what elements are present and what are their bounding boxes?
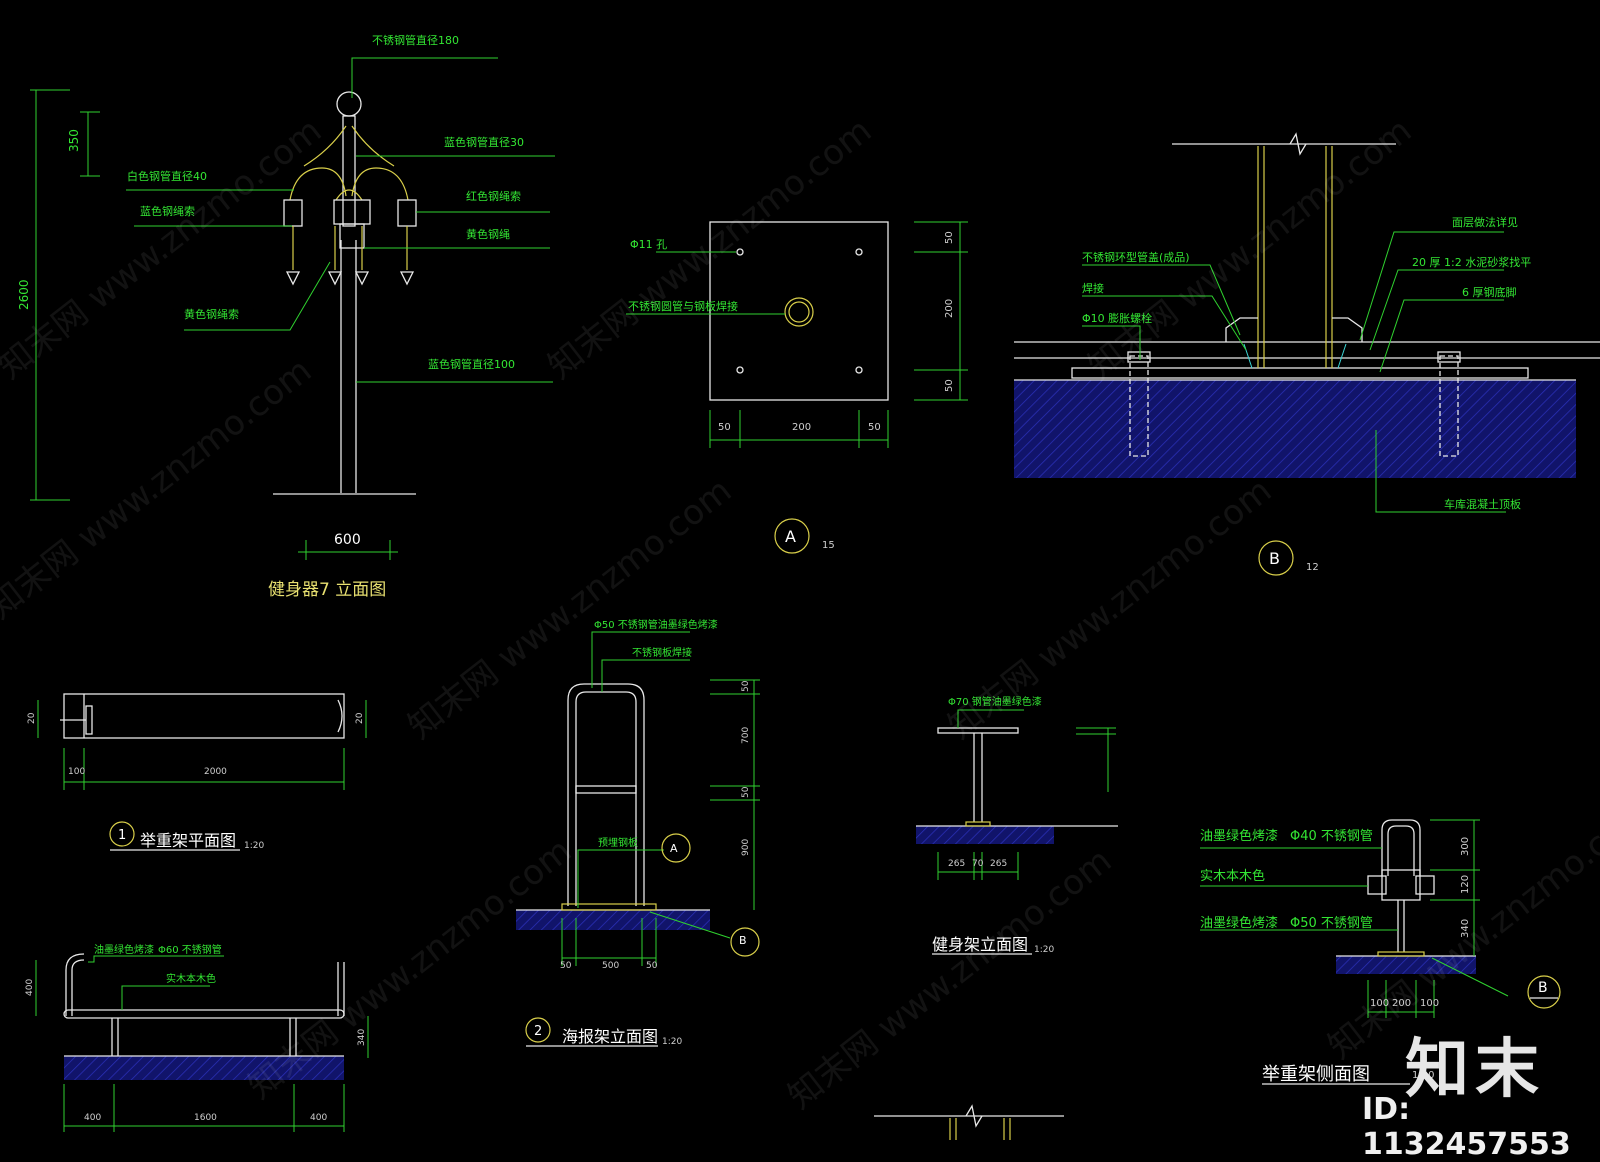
h-scale: 1:20 [662, 1037, 682, 1047]
s-label-pipe40: Φ40 不锈钢管 [1290, 829, 1373, 844]
weight-rack-side: 油墨绿色烤漆 Φ40 不锈钢管 实木本木色 油墨绿色烤漆 Φ50 不锈钢管 30… [1200, 819, 1561, 1085]
p1-number: 1 [118, 828, 126, 843]
detail-b-section: 不锈钢环型管盖(成品) 焊接 Φ10 膨胀螺栓 面层做法详见 20 厚 1:2 … [1014, 132, 1600, 576]
h-label-pipe: Φ50 不锈钢管油墨绿色烤漆 [594, 618, 718, 631]
e1-dim-mid: 1600 [194, 1113, 217, 1123]
p1-dim-100: 100 [68, 767, 85, 777]
watermark: 知末网 www.znzmo.com [401, 471, 739, 747]
a-dim-50a: 50 [718, 422, 731, 433]
weight-rack-plan: 20 20 100 2000 1 举重架平面图 1:20 [27, 693, 367, 851]
weight-rack-elevation: 油墨绿色烤漆 Φ60 不锈钢管 实木本木色 400 340 400 1600 4… [25, 943, 369, 1132]
h-title: 海报架立面图 [562, 1027, 658, 1046]
label-pipe-weld: 不锈钢圆管与钢板焊接 [628, 299, 738, 313]
h-dim-b1: 50 [560, 961, 572, 971]
dim-2600: 2600 [17, 279, 31, 310]
p1-title: 举重架平面图 [140, 831, 236, 850]
watermark: 知末网 www.znzmo.com [1081, 111, 1419, 387]
s-mark-b: B [1538, 980, 1548, 996]
s-scale: 1:20 [1412, 1070, 1434, 1081]
b-label-slab: 车库混凝土顶板 [1444, 497, 1521, 511]
e1-dim-left: 400 [84, 1113, 101, 1123]
scale-b: 12 [1306, 562, 1319, 573]
j-label: Φ70 钢管油墨绿色漆 [948, 695, 1042, 708]
h-label-embed: 预埋钢板 [598, 836, 638, 849]
s-title: 举重架侧面图 [1262, 1064, 1370, 1085]
fitness-rack-elevation: Φ70 钢管油墨绿色漆 265 70 265 健身架立面图 1:20 [916, 695, 1118, 955]
label-white-pipe: 白色钢管直径40 [127, 169, 207, 183]
j-dim-3: 265 [990, 859, 1007, 869]
p1-scale: 1:20 [244, 841, 264, 851]
mark-a: A [785, 527, 796, 546]
h-dim-lower: 900 [741, 839, 751, 856]
j-dim-2: 70 [972, 859, 984, 869]
s-dim-200: 200 [1392, 998, 1411, 1009]
watermark: 知末网 www.znzmo.com [781, 841, 1119, 1117]
b-label-mortar: 20 厚 1:2 水泥砂浆找平 [1412, 255, 1531, 269]
h-dim-b3: 50 [646, 961, 658, 971]
label-yellow-rope: 黄色钢绳 [466, 227, 510, 241]
e1-label-wood: 实木本木色 [166, 972, 216, 985]
label-yellow-chain: 黄色钢绳索 [184, 307, 239, 321]
e1-label-pipe: Φ60 不锈钢管 [158, 943, 222, 956]
h-mark-b: B [739, 934, 747, 947]
dim-600: 600 [334, 532, 361, 548]
detail-a-plate: Φ11 孔 不锈钢圆管与钢板焊接 50 200 50 50 200 50 A 1… [626, 221, 968, 554]
label-blue-chain: 蓝色钢绳索 [140, 204, 195, 218]
label-blue-pipe100: 蓝色钢管直径100 [428, 357, 515, 371]
s-label-pipe50: Φ50 不锈钢管 [1290, 916, 1373, 931]
a-dim-200b: 200 [944, 299, 955, 318]
h-dim-mid: 50 [741, 786, 751, 798]
s-dim-100b: 100 [1420, 998, 1439, 1009]
watermark: 知末网 www.znzmo.com [0, 111, 329, 387]
b-label-cap: 不锈钢环型管盖(成品) [1082, 250, 1190, 264]
s-dim-100a: 100 [1370, 998, 1389, 1009]
j-scale: 1:20 [1034, 945, 1054, 955]
e1-label-paint: 油墨绿色烤漆 [94, 943, 154, 956]
title-equipment-7: 健身器7 立面图 [268, 580, 386, 600]
s-label-paint2: 油墨绿色烤漆 [1200, 915, 1278, 931]
h-number: 2 [534, 1024, 542, 1039]
a-dim-50d: 50 [944, 379, 955, 392]
p1-dim-right: 20 [355, 712, 365, 724]
h-dim-b2: 500 [602, 961, 619, 971]
scale-a: 15 [822, 540, 835, 551]
j-dim-1: 265 [948, 859, 965, 869]
s-label-wood: 实木本木色 [1200, 868, 1265, 884]
b-label-finish: 面层做法详见 [1452, 215, 1518, 229]
equipment-7-elevation: 2600 350 不锈钢管直径180 蓝色钢管直径30 白色钢管直径40 蓝色钢… [17, 33, 555, 600]
h-dim-upper: 700 [741, 727, 751, 744]
a-dim-50c: 50 [944, 231, 955, 244]
a-dim-50b: 50 [868, 422, 881, 433]
poster-rack-elevation: Φ50 不锈钢管油墨绿色烤漆 不锈钢板焊接 预埋钢板 A B 50 700 50… [516, 618, 760, 1047]
s-dim-340: 340 [1460, 919, 1471, 938]
label-red-chain: 红色钢绳索 [466, 189, 521, 203]
p1-dim-left: 20 [27, 712, 37, 724]
b-label-bolt: Φ10 膨胀螺栓 [1082, 311, 1152, 325]
h-dim-top: 50 [741, 680, 751, 692]
h-label-plate: 不锈钢板焊接 [632, 646, 692, 659]
s-dim-300: 300 [1460, 837, 1471, 856]
b-label-weld: 焊接 [1082, 281, 1104, 295]
mark-b: B [1269, 549, 1280, 568]
label-blue-pipe30: 蓝色钢管直径30 [444, 135, 524, 149]
e1-dim-400: 400 [25, 979, 35, 996]
bottom-break-detail [874, 1104, 1064, 1140]
a-dim-200a: 200 [792, 422, 811, 433]
label-top-pipe: 不锈钢管直径180 [372, 33, 459, 47]
watermark: 知末网 www.znzmo.com [941, 471, 1279, 747]
e1-dim-340: 340 [357, 1029, 367, 1046]
s-dim-120: 120 [1460, 875, 1471, 894]
s-label-paint1: 油墨绿色烤漆 [1200, 828, 1278, 844]
brand-logo: 知末 [1405, 1033, 1545, 1107]
e1-dim-right: 400 [310, 1113, 327, 1123]
b-label-base: 6 厚钢底脚 [1462, 285, 1517, 299]
j-title: 健身架立面图 [932, 935, 1028, 954]
p1-dim-2000: 2000 [204, 767, 227, 777]
dim-350: 350 [67, 129, 81, 152]
watermark: 知末网 www.znzmo.com [241, 831, 579, 1107]
label-hole: Φ11 孔 [630, 238, 667, 251]
h-mark-a: A [670, 842, 678, 855]
